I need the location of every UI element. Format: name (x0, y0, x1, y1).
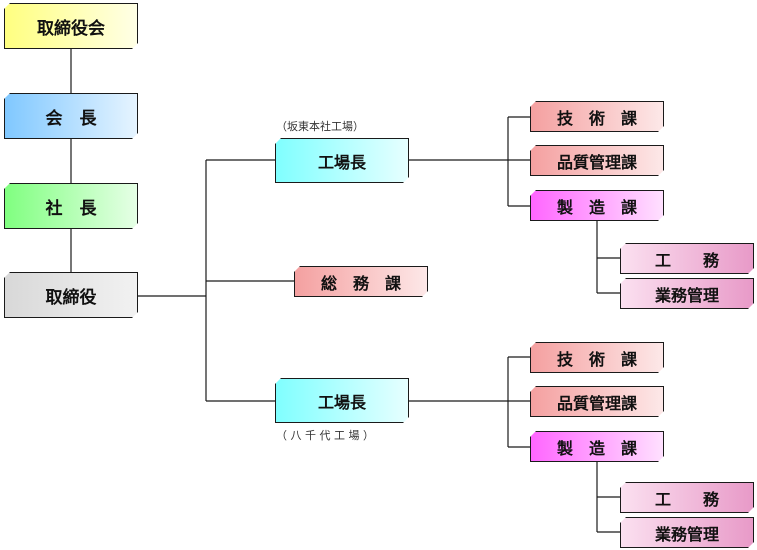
plant1-caption: （坂東本社工場） (276, 120, 364, 133)
plant1-manufacturing-section-box: 製 造 課 (530, 190, 664, 221)
plant1-operations-box: 業務管理 (620, 278, 754, 309)
general-affairs-section-box: 総 務 課 (294, 266, 428, 297)
plant2-quality-section-box: 品質管理課 (530, 386, 664, 417)
board-of-directors-box: 取締役会 (4, 3, 138, 49)
plant1-quality-section-box: 品質管理課 (530, 145, 664, 176)
plant2-caption: （ 八 千 代 工 場 ） (276, 429, 374, 442)
plant1-manager-box: 工場長 (275, 138, 409, 183)
chairman-box: 会 長 (4, 93, 138, 139)
plant2-operations-box: 業務管理 (620, 517, 754, 548)
plant1-tech-section-box: 技 術 課 (530, 101, 664, 132)
president-box: 社 長 (4, 183, 138, 229)
plant2-manager-box: 工場長 (275, 378, 409, 423)
plant2-tech-section-box: 技 術 課 (530, 342, 664, 373)
plant2-manufacturing-section-box: 製 造 課 (530, 431, 664, 462)
plant2-works-box: 工 務 (620, 482, 754, 513)
plant1-works-box: 工 務 (620, 243, 754, 274)
director-box: 取締役 (4, 272, 138, 318)
